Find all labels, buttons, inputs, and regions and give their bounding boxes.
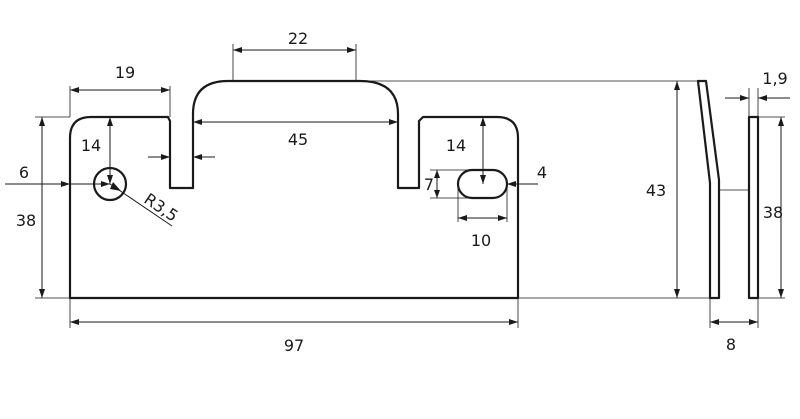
slotted-hole xyxy=(456,168,509,200)
dim-depth-left: 14 xyxy=(81,136,101,155)
side-view-flat-part xyxy=(747,115,760,300)
dim-width-slot-inner: 45 xyxy=(288,130,308,149)
dim-side-offset: 8 xyxy=(726,335,736,354)
plate-outline xyxy=(68,79,520,300)
side-view-bent-part xyxy=(696,79,721,300)
dim-side-height: 43 xyxy=(646,181,666,200)
dim-width-top-tab: 19 xyxy=(115,63,135,82)
dim-offset-hole: 6 xyxy=(19,163,29,182)
dim-overall-width: 97 xyxy=(284,336,304,355)
extension-lines xyxy=(35,44,785,328)
dim-height-left: 38 xyxy=(16,211,36,230)
dim-thickness: 1,9 xyxy=(762,69,787,88)
dim-depth-right: 14 xyxy=(446,136,466,155)
dimension-lines xyxy=(5,47,790,325)
dim-width-slot-top: 22 xyxy=(288,29,308,48)
dim-slot-height: 7 xyxy=(424,175,434,194)
dim-side-inner-height: 38 xyxy=(763,203,783,222)
dim-slot-offset: 4 xyxy=(537,163,547,182)
dim-slot-length: 10 xyxy=(471,231,491,250)
dim-radius-hole: R3,5 xyxy=(141,189,182,225)
